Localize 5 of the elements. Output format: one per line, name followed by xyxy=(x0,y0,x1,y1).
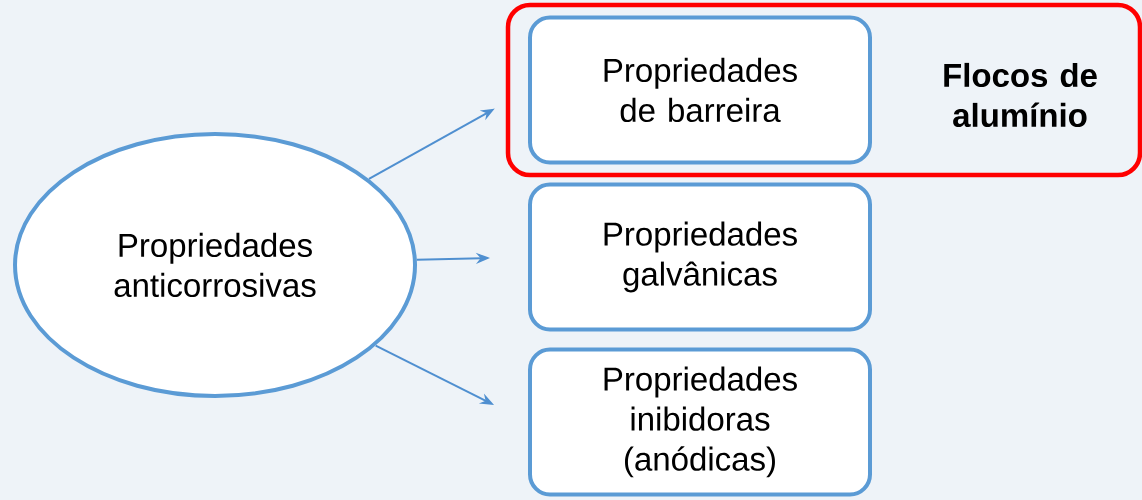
oval: Propriedades anticorrosivas xyxy=(13,132,417,398)
process-box: Propriedades galvânicas xyxy=(528,182,872,332)
process-box: Propriedades inibidoras (anódicas) xyxy=(528,347,872,497)
process-box: Propriedades de barreira xyxy=(528,15,872,165)
group-label: Flocos de alumínio xyxy=(944,62,1097,128)
